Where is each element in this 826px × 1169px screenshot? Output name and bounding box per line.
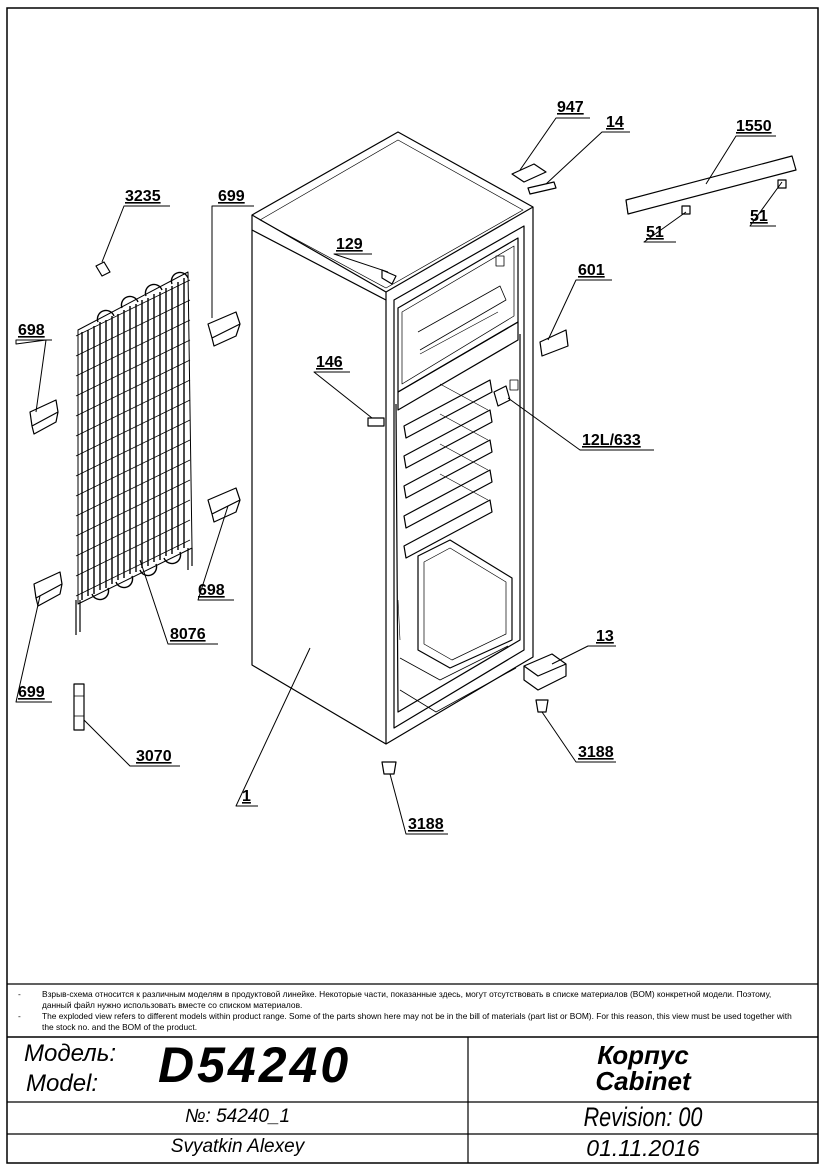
- callout-8076: 8076: [170, 626, 206, 643]
- sheet-border: [6, 7, 819, 1164]
- callout-698: 698: [18, 322, 45, 339]
- callout-13: 13: [596, 628, 614, 645]
- callout-698: 698: [198, 582, 225, 599]
- callout-1550: 1550: [736, 118, 772, 135]
- model-label-en: Model:: [26, 1070, 99, 1097]
- brackets: [29, 311, 241, 607]
- cabinet-body: [251, 131, 534, 745]
- note-ru-text: Взрыв-схема относится к различным моделя…: [42, 989, 772, 1010]
- model-label-ru: Модель:: [24, 1040, 116, 1067]
- date: 01.11.2016: [586, 1135, 700, 1161]
- part-3070: [73, 683, 85, 731]
- condenser-coil: [75, 271, 193, 635]
- callout-146: 146: [316, 354, 343, 371]
- note-dash: -: [18, 989, 21, 999]
- leader-lines: [15, 117, 783, 835]
- hinge-parts: [367, 155, 797, 775]
- author: Svyatkin Alexey: [170, 1136, 305, 1157]
- callout-3188: 3188: [578, 744, 614, 761]
- callout-12l-633: 12L/633: [582, 432, 641, 449]
- note-en-text: The exploded view refers to different mo…: [42, 1011, 792, 1032]
- callout-129: 129: [336, 236, 363, 253]
- callout-51: 51: [750, 208, 768, 225]
- callout-699: 699: [18, 684, 45, 701]
- callout-labels: 947 14 1550 3235 699 129 51 51 601 698 1…: [18, 99, 772, 833]
- callout-3235: 3235: [125, 188, 161, 205]
- note-dash: -: [18, 1011, 21, 1021]
- callout-3188: 3188: [408, 816, 444, 833]
- part-name-en: Cabinet: [595, 1066, 691, 1096]
- revision: Revision: 00: [583, 1102, 703, 1132]
- callout-3070: 3070: [136, 748, 172, 765]
- parts-3235: [95, 261, 111, 277]
- model-number: D54240: [158, 1037, 352, 1093]
- callout-699: 699: [218, 188, 245, 205]
- callout-1: 1: [242, 788, 251, 805]
- callout-14: 14: [606, 114, 624, 131]
- part-name-ru: Корпус: [597, 1040, 689, 1070]
- title-block-grid: [7, 983, 818, 1163]
- callout-601: 601: [578, 262, 605, 279]
- callout-51: 51: [646, 224, 664, 241]
- document-number: №: 54240_1: [184, 1106, 291, 1127]
- callout-947: 947: [557, 99, 584, 116]
